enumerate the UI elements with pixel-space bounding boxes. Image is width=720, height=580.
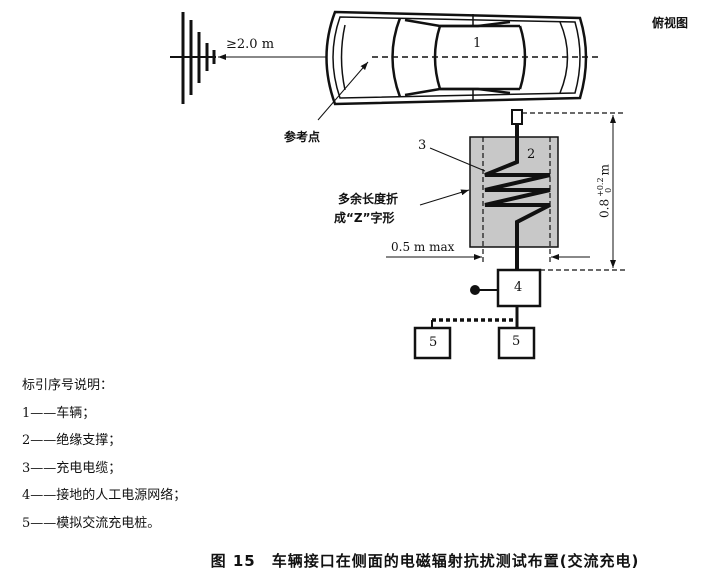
vehicle-inlet (511, 109, 523, 125)
label-charger-b: 5 (512, 334, 521, 349)
charger-box-right (497, 326, 536, 360)
legend: 标引序号说明： 1——车辆； 2——绝缘支撑； 3——充电电缆； 4——接地的人… (22, 372, 186, 537)
charger-box-left (413, 326, 452, 360)
view-label: 俯视图 (652, 16, 689, 30)
label-insulation: 2 (527, 147, 536, 162)
label-width-max: 0.5 m max (391, 240, 455, 254)
legend-item: 1——车辆； (22, 405, 96, 421)
height-tol-lower: 0 (604, 187, 613, 193)
label-distance: ≥2.0 m (226, 37, 275, 52)
antenna-icon (170, 12, 216, 104)
charging-cable (484, 124, 551, 270)
label-cable: 3 (418, 138, 427, 153)
label-reference-point: 参考点 (284, 130, 321, 144)
figure-caption: 图 15 车辆接口在侧面的电磁辐射抗扰测试布置(交流充电) (210, 552, 640, 570)
height-base: 0.8 (597, 198, 612, 218)
legend-item: 3——充电电缆； (22, 460, 122, 476)
legend-item: 5——模拟交流充电桩。 (22, 515, 161, 531)
cable-label-leader (429, 147, 486, 172)
label-vehicle: 1 (473, 36, 482, 51)
label-lisn: 4 (514, 280, 523, 295)
legend-title: 标引序号说明： (22, 378, 114, 393)
vehicle (325, 10, 588, 106)
height-unit: m (597, 164, 612, 176)
label-zigzag-2: 成“Z”字形 (334, 211, 395, 225)
label-charger-a: 5 (429, 335, 438, 350)
legend-item: 4——接地的人工电源网络； (22, 488, 187, 503)
zigzag-label-leader (419, 189, 470, 206)
legend-item: 2——绝缘支撑； (22, 433, 122, 448)
lisn-box (496, 268, 542, 308)
label-zigzag-1: 多余长度折 (338, 192, 399, 206)
reference-point-leader (317, 61, 369, 121)
